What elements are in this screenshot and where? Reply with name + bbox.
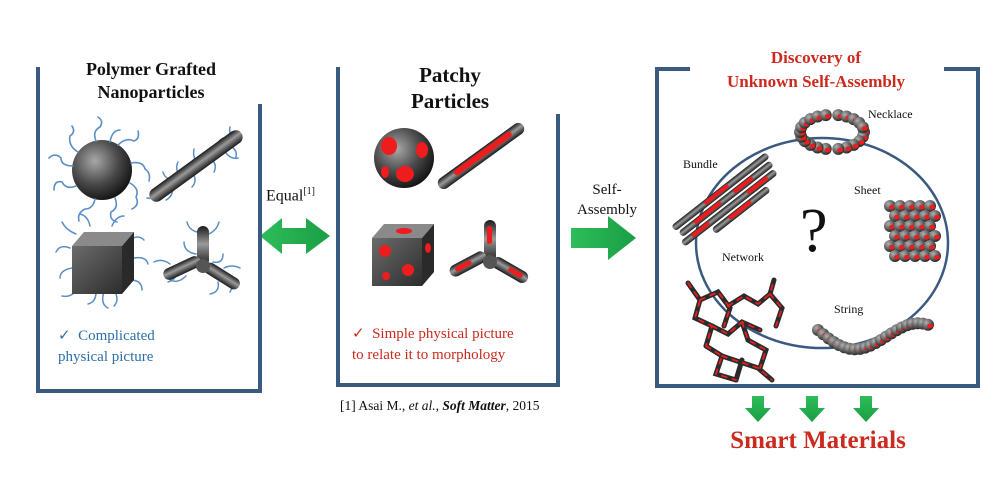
left-panel-title: Polymer Grafted Nanoparticles <box>40 58 262 104</box>
polymer-grafted-rod <box>146 126 243 202</box>
sheet-bead-patch <box>904 214 911 220</box>
sheet-bead-patch <box>929 224 936 230</box>
sheet-bead-patch <box>919 244 926 250</box>
label-network: Network <box>722 250 764 264</box>
equal-double-arrow <box>260 218 330 254</box>
bundle-structure <box>672 153 777 246</box>
network-structure <box>685 277 785 383</box>
sheet-bead-patch <box>934 234 941 240</box>
necklace-bead-patch <box>845 146 852 151</box>
necklace-bead-patch <box>852 143 859 149</box>
sheet-bead-patch <box>899 244 906 250</box>
left-title-line1: Polymer Grafted <box>85 59 217 79</box>
label-string: String <box>834 302 864 316</box>
left-panel-note: ✓ Complicated physical picture <box>58 326 248 368</box>
sheet-bead-patch <box>919 224 926 230</box>
necklace-bead-patch <box>837 147 844 153</box>
sheet-bead-patch <box>889 204 896 210</box>
patchy-rod <box>437 122 525 190</box>
sheet-bead-patch <box>894 234 901 240</box>
down-arrow-3 <box>853 396 879 422</box>
sheet-bead-patch <box>909 204 916 210</box>
check-icon: ✓ <box>58 328 71 344</box>
ref-journal: Soft Matter <box>442 398 506 413</box>
left-note-line1: Complicated <box>78 328 155 344</box>
sheet-bead-patch <box>899 204 906 210</box>
label-sheet: Sheet <box>854 183 881 197</box>
ref-etal: et al. <box>408 398 436 413</box>
down-arrows <box>745 396 879 422</box>
sheet-bead-patch <box>894 214 901 220</box>
necklace-structure <box>794 109 870 155</box>
right-title-line2: Unknown Self-Assembly <box>726 72 906 91</box>
label-necklace: Necklace <box>868 107 913 121</box>
sheet-bead-patch <box>919 204 926 210</box>
necklace-bead-patch <box>858 140 865 145</box>
right-panel-frame <box>655 67 980 388</box>
right-panel-title: Discovery of Unknown Self-Assembly <box>690 46 942 94</box>
sheet-bead-patch <box>889 224 896 230</box>
left-note-line2: physical picture <box>58 349 154 365</box>
sheet-bead-patch <box>929 204 936 210</box>
middle-note-line1: Simple physical picture <box>372 326 514 342</box>
middle-title-line2: Particles <box>410 89 490 113</box>
sheet-bead-patch <box>904 234 911 240</box>
down-arrow-2 <box>799 396 825 422</box>
self-assembly-label: Self- Assembly <box>571 180 643 220</box>
sheet-bead-patch <box>934 254 941 260</box>
polymer-grafted-tripod <box>153 221 241 295</box>
check-icon-red: ✓ <box>352 326 365 342</box>
polymer-grafted-cube <box>55 213 149 309</box>
necklace-bead-patch <box>803 140 810 145</box>
reference-citation: [1] Asai M., et al., Soft Matter, 2015 <box>340 398 540 414</box>
equal-label: Equal[1] <box>266 186 315 205</box>
equal-reference-sup: [1] <box>303 186 315 197</box>
label-bundle: Bundle <box>683 157 718 171</box>
sheet-bead-patch <box>924 234 931 240</box>
middle-panel-note: ✓ Simple physical picture to relate it t… <box>352 324 548 366</box>
sheet-bead-patch <box>914 234 921 240</box>
sheet-bead-patch <box>909 224 916 230</box>
unknown-question-mark: ? <box>800 197 828 265</box>
self-assembly-line1: Self- <box>592 182 622 198</box>
sheet-bead-patch <box>899 224 906 230</box>
patchy-tripod <box>449 220 529 283</box>
necklace-bead-patch <box>816 146 823 151</box>
sheet-bead-patch <box>889 244 896 250</box>
self-assembly-arrow <box>571 216 636 260</box>
self-assembly-line2: Assembly <box>577 202 637 218</box>
patchy-sphere <box>374 128 434 188</box>
sheet-bead-patch <box>914 254 921 260</box>
sheet-bead-patch <box>909 244 916 250</box>
sheet-structure <box>884 200 941 262</box>
middle-panel-title: Patchy Particles <box>340 62 560 114</box>
string-bead-patch <box>927 323 934 329</box>
smart-materials-label: Smart Materials <box>730 427 906 454</box>
left-title-line2: Nanoparticles <box>97 82 205 102</box>
down-arrow-1 <box>745 396 771 422</box>
necklace-bead-patch <box>824 114 831 119</box>
ref-year: , 2015 <box>505 398 540 413</box>
sheet-bead-patch <box>894 254 901 260</box>
sheet-bead-patch <box>924 254 931 260</box>
patchy-cube <box>372 224 434 286</box>
necklace-bead-patch <box>824 147 831 153</box>
middle-title-line1: Patchy <box>419 63 481 87</box>
sheet-bead-patch <box>904 254 911 260</box>
sheet-bead-patch <box>924 214 931 220</box>
middle-note-line2: to relate it to morphology <box>352 347 506 363</box>
ref-sep: , <box>435 398 443 413</box>
ref-prefix: [1] Asai M., <box>340 398 409 413</box>
right-title-line1: Discovery of <box>770 48 862 67</box>
necklace-bead-patch <box>861 126 868 131</box>
sheet-bead-patch <box>934 214 941 220</box>
equal-label-text: Equal <box>266 187 304 205</box>
sheet-bead-patch <box>929 244 936 250</box>
assembly-cycle-circle <box>694 136 950 350</box>
sheet-bead-patch <box>914 214 921 220</box>
string-structure <box>812 317 934 356</box>
polymer-grafted-sphere <box>48 116 151 223</box>
necklace-bead-patch <box>809 143 816 149</box>
